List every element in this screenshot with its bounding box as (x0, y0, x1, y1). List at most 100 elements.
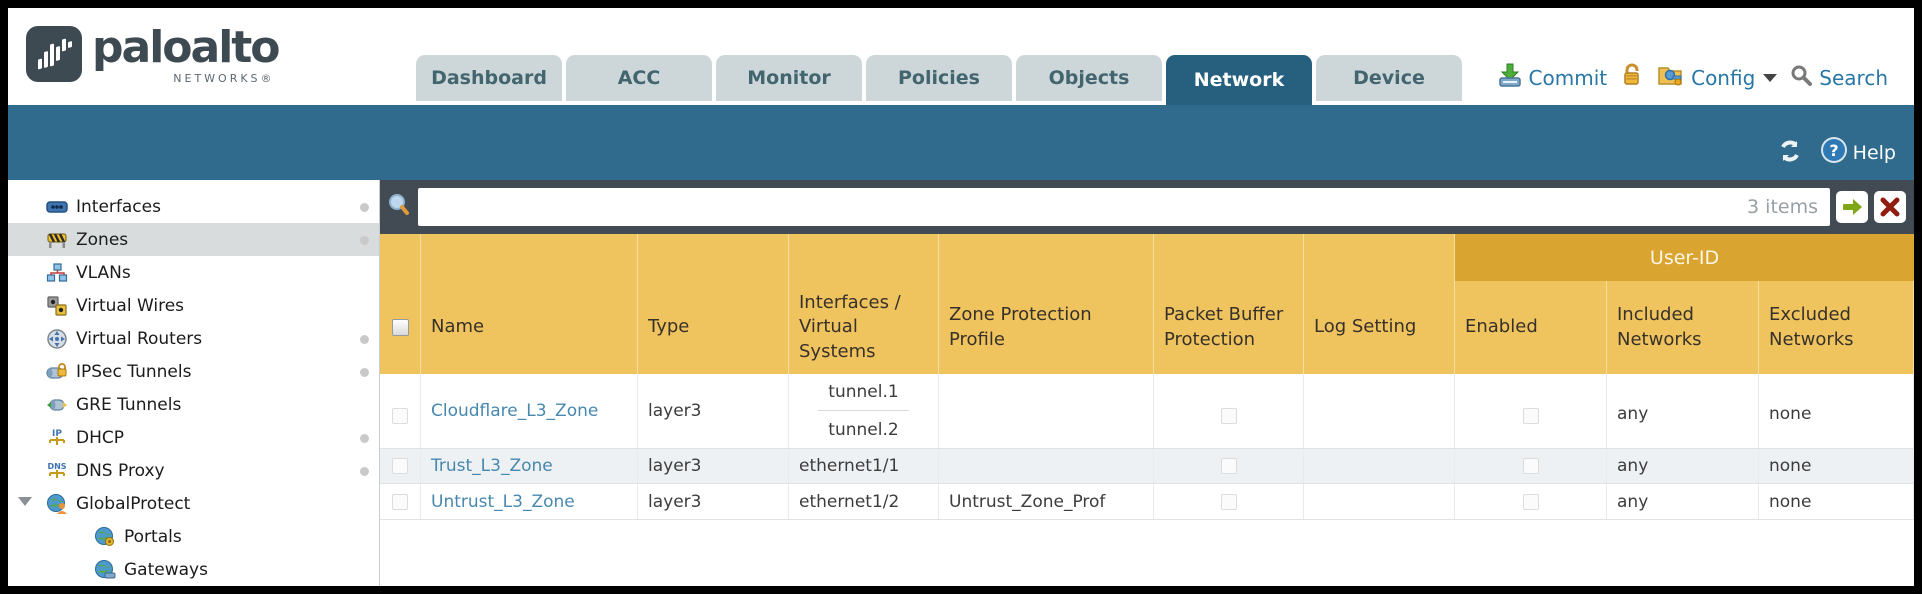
tab-network[interactable]: Network (1166, 55, 1312, 105)
main-panel: 3 items (380, 180, 1914, 586)
interfaces-cell: ethernet1/2 (789, 484, 939, 519)
tab-device[interactable]: Device (1316, 55, 1462, 101)
type-cell: layer3 (638, 484, 789, 519)
tab-dashboard[interactable]: Dashboard (416, 55, 562, 101)
filter-input[interactable] (418, 188, 1748, 226)
sidebar-item-gre-tunnels[interactable]: GRE Tunnels (8, 388, 379, 421)
header-actions: Commit Con (1497, 62, 1888, 93)
status-dot (360, 335, 369, 344)
log-setting-cell (1304, 484, 1455, 519)
brand-name: paloalto (92, 22, 281, 73)
row-checkbox[interactable] (392, 458, 408, 474)
sidebar-item-label: DHCP (76, 427, 124, 448)
column-header-log-setting[interactable]: Log Setting (1304, 281, 1455, 374)
config-label: Config (1691, 65, 1756, 90)
sidebar-item-globalprotect[interactable]: GlobalProtect (8, 487, 379, 520)
column-header-enabled[interactable]: Enabled (1455, 281, 1607, 374)
commit-button[interactable]: Commit (1497, 62, 1607, 93)
help-icon: ? (1819, 135, 1849, 170)
sidebar-item-label: GlobalProtect (76, 493, 191, 514)
status-dot (360, 467, 369, 476)
dhcp-icon: IP (46, 427, 68, 449)
virtual-routers-icon (46, 328, 68, 350)
sidebar-item-virtual-routers[interactable]: Virtual Routers (8, 322, 379, 355)
zones-icon (46, 229, 68, 251)
included-networks-cell: any (1607, 374, 1759, 448)
commit-icon (1497, 62, 1523, 93)
sidebar-item-label: Zones (76, 229, 129, 250)
user-id-group-header: User-ID (1455, 234, 1914, 281)
included-networks-cell: any (1607, 449, 1759, 483)
row-checkbox[interactable] (392, 408, 408, 424)
sidebar-item-dns-proxy[interactable]: DNS DNS Proxy (8, 454, 379, 487)
ipsec-tunnels-icon (46, 361, 68, 383)
search-icon (1789, 63, 1813, 92)
sidebar: Interfaces Zones VLANs Virtua (8, 180, 380, 586)
tab-acc[interactable]: ACC (566, 55, 712, 101)
sidebar-item-label: IPSec Tunnels (76, 361, 192, 382)
brand-sub: NETWORKS® (173, 72, 275, 85)
sidebar-item-interfaces[interactable]: Interfaces (8, 190, 379, 223)
help-button[interactable]: ? Help (1819, 135, 1896, 170)
user-id-enabled-checkbox[interactable] (1522, 493, 1539, 510)
sidebar-item-label: Interfaces (76, 196, 161, 217)
column-header-interfaces[interactable]: Interfaces / Virtual Systems (789, 281, 939, 374)
sidebar-item-label: Virtual Wires (76, 295, 185, 316)
empty-area (380, 520, 1914, 586)
column-header-zone-protection-profile[interactable]: Zone Protection Profile (939, 281, 1154, 374)
apply-filter-button[interactable] (1836, 191, 1868, 223)
config-dropdown[interactable]: Config (1657, 62, 1778, 93)
select-all-cell (380, 281, 421, 374)
sidebar-item-dhcp[interactable]: IP DHCP (8, 421, 379, 454)
sidebar-item-zones[interactable]: Zones (8, 223, 379, 256)
zone-name-link[interactable]: Cloudflare_L3_Zone (431, 401, 599, 421)
log-setting-cell (1304, 449, 1455, 483)
tab-monitor[interactable]: Monitor (716, 55, 862, 101)
sidebar-item-virtual-wires[interactable]: Virtual Wires (8, 289, 379, 322)
svg-text:DNS: DNS (47, 462, 66, 471)
table-group-header: User-ID (380, 234, 1914, 281)
sidebar-item-vlans[interactable]: VLANs (8, 256, 379, 289)
portals-icon (94, 526, 116, 548)
packet-buffer-protection-checkbox[interactable] (1220, 493, 1237, 510)
sidebar-item-portals[interactable]: Portals (8, 520, 379, 553)
zones-table: User-ID Name Type Interfaces / Virtual S… (380, 234, 1914, 520)
sidebar-item-label: DNS Proxy (76, 460, 165, 481)
user-id-enabled-checkbox[interactable] (1522, 458, 1539, 474)
column-header-excluded-networks[interactable]: Excluded Networks (1759, 281, 1914, 374)
interface-item: tunnel.2 (818, 411, 909, 448)
search-button[interactable]: Search (1789, 63, 1888, 92)
zone-name-link[interactable]: Untrust_L3_Zone (431, 491, 575, 512)
tab-policies[interactable]: Policies (866, 55, 1012, 101)
zone-name-link[interactable]: Trust_L3_Zone (431, 456, 553, 476)
user-id-enabled-checkbox[interactable] (1522, 408, 1539, 424)
column-header-included-networks[interactable]: Included Networks (1607, 281, 1759, 374)
chevron-down-icon (1763, 73, 1778, 82)
expand-triangle-icon[interactable] (18, 497, 32, 506)
packet-buffer-protection-checkbox[interactable] (1220, 408, 1237, 424)
row-checkbox[interactable] (392, 493, 408, 510)
column-header-type[interactable]: Type (638, 281, 789, 374)
zone-protection-profile-cell (939, 449, 1154, 483)
table-header: Name Type Interfaces / Virtual Systems Z… (380, 281, 1914, 374)
svg-text:IP: IP (52, 429, 62, 439)
column-header-packet-buffer-protection[interactable]: Packet Buffer Protection (1154, 281, 1304, 374)
dns-proxy-icon: DNS (46, 460, 68, 482)
green-arrow-icon (1843, 199, 1862, 215)
search-label: Search (1819, 65, 1888, 90)
select-all-checkbox[interactable] (391, 319, 409, 336)
config-icon (1657, 62, 1685, 93)
unlock-icon[interactable] (1619, 62, 1645, 93)
sidebar-item-gateways[interactable]: Gateways (8, 553, 379, 586)
refresh-icon[interactable] (1775, 136, 1805, 170)
paloalto-logo-icon (26, 26, 82, 82)
tab-objects[interactable]: Objects (1016, 55, 1162, 101)
excluded-networks-cell: none (1759, 449, 1914, 483)
brand-logo: paloalto NETWORKS® (26, 20, 281, 85)
packet-buffer-protection-checkbox[interactable] (1220, 458, 1237, 474)
sidebar-item-ipsec-tunnels[interactable]: IPSec Tunnels (8, 355, 379, 388)
column-header-name[interactable]: Name (421, 281, 638, 374)
excluded-networks-cell: none (1759, 374, 1914, 448)
zone-protection-profile-cell: Untrust_Zone_Prof (939, 484, 1154, 519)
clear-filter-button[interactable] (1874, 191, 1906, 223)
